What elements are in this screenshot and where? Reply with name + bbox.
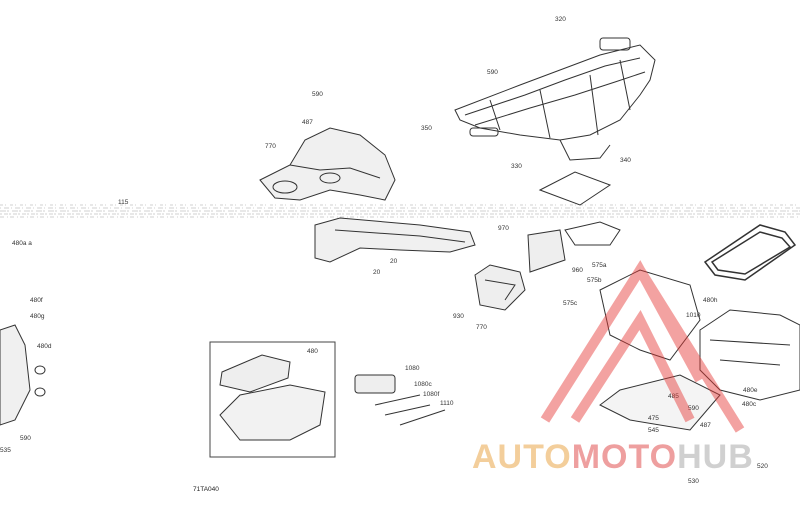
callout-1080c: 1080c	[414, 381, 432, 388]
callout-575a: 575a	[592, 262, 607, 269]
callout-340: 340	[620, 157, 631, 164]
callout-485: 485	[668, 393, 679, 400]
callout-480aa: 480a a	[12, 240, 32, 247]
rear-frame-assembly	[599, 269, 800, 431]
callout-480f: 480f	[30, 297, 43, 304]
watermark-logo: AUTOMOTOHUB	[472, 260, 754, 476]
callout-1110: 1110	[440, 400, 454, 407]
callout-20b: 20	[373, 269, 381, 276]
callout-520: 520	[757, 463, 768, 470]
callout-labels: 320 590 350 330 340 487 770 590 115 480a…	[0, 16, 768, 493]
svg-text:AUTOMOTOHUB: AUTOMOTOHUB	[472, 438, 754, 476]
panel-960-970	[527, 171, 621, 273]
callout-1080f: 1080f	[423, 391, 439, 398]
callout-350: 350	[421, 125, 432, 132]
callout-20a: 20	[390, 258, 398, 265]
callout-330: 330	[511, 163, 522, 170]
callout-590b: 590	[312, 91, 323, 98]
callout-475: 475	[648, 415, 659, 422]
callout-320: 320	[555, 16, 566, 23]
watermark-text-auto: AUTO	[472, 438, 572, 476]
callout-480g: 480g	[30, 313, 45, 320]
callout-575c: 575c	[563, 300, 578, 307]
watermark-text-moto: MOTO	[572, 438, 677, 476]
callout-545: 545	[648, 427, 659, 434]
bracket-930	[474, 264, 526, 311]
callout-1080: 1080	[405, 365, 420, 372]
hardware-kit	[354, 374, 446, 426]
watermark-text-hub: HUB	[677, 438, 754, 476]
front-console-part	[259, 127, 396, 201]
callout-487b: 487	[700, 422, 711, 429]
callout-535: 535	[0, 447, 11, 454]
callout-480c: 480c	[742, 401, 757, 408]
inset-box-480	[209, 341, 336, 458]
callout-970: 970	[498, 225, 509, 232]
callout-480h: 480h	[703, 297, 718, 304]
callout-770: 770	[265, 143, 276, 150]
callout-590d: 590	[688, 405, 699, 412]
callout-590: 590	[487, 69, 498, 76]
callout-480d: 480d	[37, 343, 52, 350]
callout-960: 960	[572, 267, 583, 274]
callout-930: 930	[453, 313, 464, 320]
callout-530: 530	[688, 478, 699, 485]
front-bumper-part	[314, 217, 476, 263]
mirror-frame-part	[703, 224, 797, 281]
callout-1010: 1010	[686, 312, 701, 319]
left-partial-part	[0, 324, 46, 426]
scan-noise-band	[0, 204, 800, 218]
callout-480: 480	[307, 348, 318, 355]
diagram-reference-code: 71TA040	[193, 486, 219, 493]
rear-rack-part	[454, 37, 656, 161]
callout-115: 115	[118, 199, 129, 206]
callout-487: 487	[302, 119, 313, 126]
callout-480e: 480e	[743, 387, 758, 394]
callout-575b: 575b	[587, 277, 602, 284]
callout-770b: 770	[476, 324, 487, 331]
callout-590c: 590	[20, 435, 31, 442]
